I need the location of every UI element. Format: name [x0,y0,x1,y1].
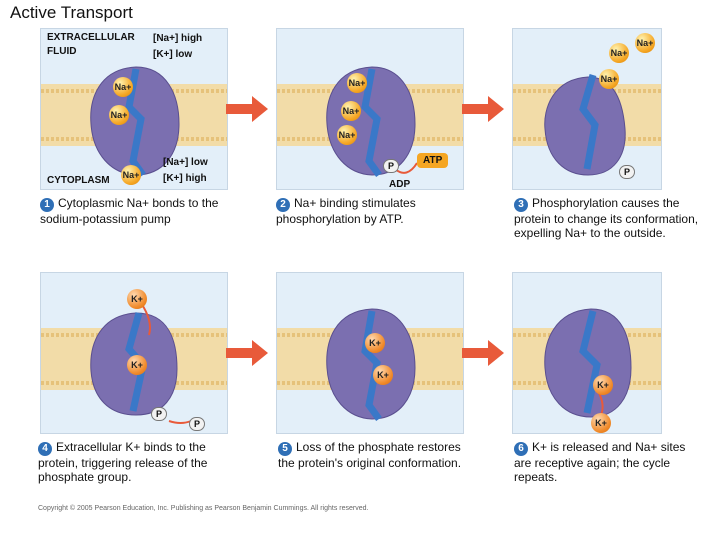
panel-step-1: EXTRACELLULAR FLUID [Na+] high [K+] low … [40,28,228,190]
na-high-label: [Na+] high [153,33,203,44]
membrane-diagram-6 [513,308,661,418]
k-high-label: [K+] high [163,173,207,184]
cytoplasm-label: CYTOPLASM [47,175,110,186]
copyright-text: Copyright © 2005 Pearson Education, Inc.… [38,505,369,512]
membrane-diagram-5 [277,308,463,422]
phosphate-tag: P [151,407,167,421]
sodium-ion: Na+ [109,105,129,125]
potassium-ion: K+ [593,375,613,395]
step-number-badge: 4 [38,442,52,456]
arrow-right-icon [226,340,268,366]
membrane-diagram-2 [277,66,463,178]
panel-step-6: K+ K+ [512,272,662,434]
sodium-ion: Na+ [609,43,629,63]
page-title: Active Transport [10,3,133,22]
potassium-ion: K+ [127,289,147,309]
extracellular-label: EXTRACELLULAR [47,32,135,43]
panel-step-2: Na+ Na+ Na+ P ATP ADP [276,28,464,190]
sodium-ion: Na+ [113,77,133,97]
potassium-ion: K+ [373,365,393,385]
potassium-ion: K+ [365,333,385,353]
sodium-ion: Na+ [635,33,655,53]
sodium-ion: Na+ [121,165,141,185]
step-number-badge: 3 [514,198,528,212]
potassium-ion: K+ [127,355,147,375]
step-number-badge: 5 [278,442,292,456]
phosphate-tag: P [619,165,635,179]
step-number-badge: 1 [40,198,54,212]
na-low-label: [Na+] low [163,157,208,168]
sodium-ion: Na+ [337,125,357,145]
panel-step-3: Na+ Na+ Na+ P [512,28,662,190]
membrane-diagram-1 [41,66,227,178]
arrow-right-icon [462,96,504,122]
fluid-label: FLUID [47,46,77,57]
membrane-diagram-3 [513,74,661,176]
panel-step-5: K+ K+ [276,272,464,434]
step-number-badge: 2 [276,198,290,212]
potassium-ion: K+ [591,413,611,433]
k-low-label: [K+] low [153,49,193,60]
adp-label: ADP [389,179,411,190]
phosphate-tag: P [383,159,399,173]
panel-step-4: K+ K+ P P [40,272,228,434]
sodium-ion: Na+ [347,73,367,93]
step-number-badge: 6 [514,442,528,456]
sodium-ion: Na+ [599,69,619,89]
atp-label: ATP [417,153,449,168]
arrow-right-icon [226,96,268,122]
sodium-ion: Na+ [341,101,361,121]
phosphate-tag: P [189,417,205,431]
arrow-right-icon [462,340,504,366]
